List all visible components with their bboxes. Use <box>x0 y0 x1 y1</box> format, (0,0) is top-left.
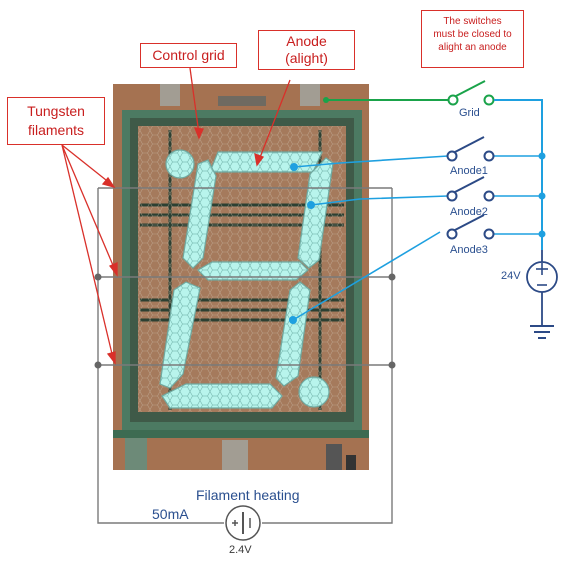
segment-c <box>275 281 311 387</box>
filament-nodes <box>94 273 396 369</box>
filament-current-label: 50mA <box>152 506 189 522</box>
filament-voltage-label: 2.4V <box>229 544 252 556</box>
segment-dot-bottom <box>298 376 330 408</box>
switch-anode3-label: Anode3 <box>450 244 488 256</box>
filament-wires <box>97 187 393 524</box>
tungsten-label-line1: Tungsten <box>27 103 85 119</box>
switch-anode2-label: Anode2 <box>450 206 488 218</box>
switch-note-line3: alight an anode <box>438 42 507 53</box>
filament-voltage-source <box>225 505 261 541</box>
grid-connection <box>323 80 543 250</box>
switch-anode1-label: Anode1 <box>450 165 488 177</box>
supply-source <box>526 250 558 326</box>
anode-connections <box>292 155 542 321</box>
tungsten-label-line2: filaments <box>27 122 85 138</box>
segment-dot-top <box>165 149 195 179</box>
tungsten-filaments-label: Tungsten filaments <box>7 97 105 145</box>
segment-g <box>197 261 309 281</box>
annotation-arrows <box>61 67 291 365</box>
junction-dots <box>289 152 546 324</box>
anode-label: Anode (alight) <box>258 30 355 70</box>
segment-d <box>161 383 283 409</box>
switch-note-line2: must be closed to <box>433 29 512 40</box>
ground-icon <box>530 325 554 339</box>
supply-voltage-label: 24V <box>501 270 521 282</box>
seven-segment-digit <box>159 149 334 409</box>
anode-switches <box>446 136 495 240</box>
anode-label-line2: (alight) <box>285 50 328 66</box>
switch-note: The switches must be closed to alight an… <box>421 10 524 68</box>
switch-grid-label: Grid <box>459 107 480 119</box>
switch-note-line1: The switches <box>443 16 502 27</box>
segment-a <box>209 151 323 173</box>
segment-f <box>182 159 217 269</box>
segment-e <box>159 281 201 389</box>
anode-label-line1: Anode <box>286 33 327 49</box>
control-grid-label: Control grid <box>140 43 237 68</box>
filament-heating-label: Filament heating <box>196 487 300 503</box>
